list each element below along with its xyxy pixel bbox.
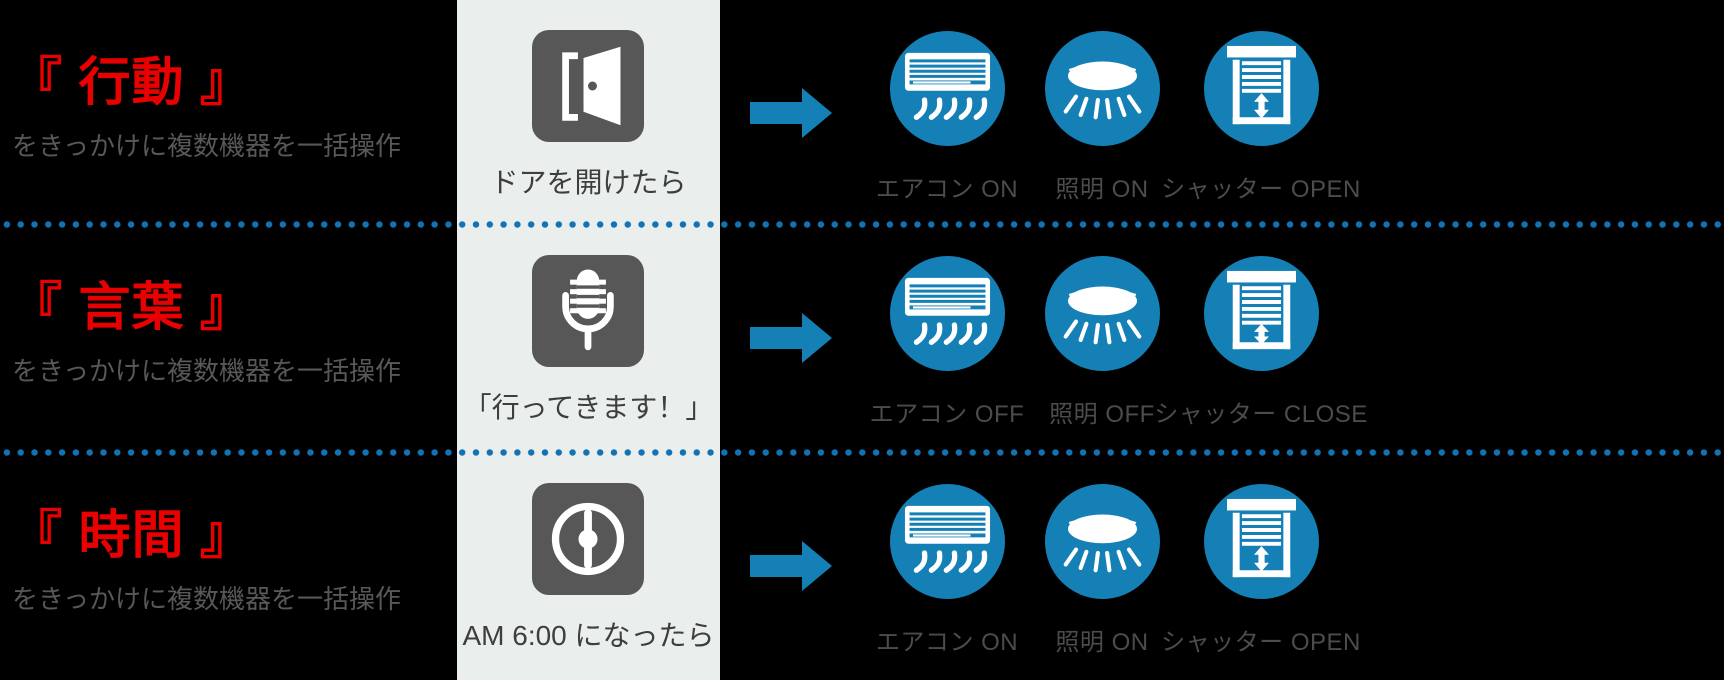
air-conditioner-icon <box>889 256 1005 371</box>
row-voice-header: 『 言葉 』 <box>10 279 253 337</box>
device: エアコン ON <box>797 484 1097 657</box>
air-conditioner-icon <box>889 484 1005 599</box>
shutter-open-icon <box>1203 484 1319 599</box>
dotted-divider <box>0 449 1724 456</box>
row-action-subtext: をきっかけに複数機器を一括操作 <box>12 131 401 161</box>
row-time-header: 『 時間 』 <box>10 507 253 565</box>
device-label: 照明 OFF <box>1049 401 1155 428</box>
device: シャッター OPEN <box>1111 484 1411 657</box>
device: エアコン ON <box>797 31 1097 204</box>
door-open-icon <box>532 30 644 142</box>
trigger-label: 「行ってきます！」 <box>463 392 714 423</box>
shutter-close-icon <box>1203 256 1319 371</box>
row-action: 『 行動 』 をきっかけに複数機器を一括操作 ドアを開けたら エアコン ON 照… <box>0 0 1724 225</box>
device-label: 照明 ON <box>1055 629 1149 656</box>
device-label: エアコン ON <box>875 176 1019 203</box>
shutter-open-icon <box>1203 31 1319 146</box>
device: 照明 ON <box>952 31 1252 204</box>
clock-icon <box>532 483 644 595</box>
device-label: エアコン ON <box>875 629 1019 656</box>
device-label: シャッター OPEN <box>1161 176 1361 203</box>
device-label: シャッター CLOSE <box>1154 401 1368 428</box>
device: 照明 ON <box>952 484 1252 657</box>
ceiling-light-icon <box>1044 256 1160 371</box>
device: シャッター CLOSE <box>1111 256 1411 429</box>
ceiling-light-icon <box>1044 484 1160 599</box>
row-voice-subtext: をきっかけに複数機器を一括操作 <box>12 356 401 386</box>
device-label: エアコン OFF <box>869 401 1025 428</box>
device-label: シャッター OPEN <box>1161 629 1361 656</box>
microphone-icon <box>532 255 644 367</box>
dotted-divider <box>0 221 1724 228</box>
row-action-header: 『 行動 』 <box>10 54 253 112</box>
air-conditioner-icon <box>889 31 1005 146</box>
row-time: 『 時間 』 をきっかけに複数機器を一括操作 AM 6:00 になったら エアコ… <box>0 453 1724 680</box>
row-time-subtext: をきっかけに複数機器を一括操作 <box>12 584 401 614</box>
ceiling-light-icon <box>1044 31 1160 146</box>
row-voice: 『 言葉 』 をきっかけに複数機器を一括操作 「行ってきます！」 エアコン OF… <box>0 225 1724 453</box>
trigger-label: AM 6:00 になったら <box>462 620 715 651</box>
device: エアコン OFF <box>797 256 1097 429</box>
device-label: 照明 ON <box>1055 176 1149 203</box>
device: シャッター OPEN <box>1111 31 1411 204</box>
trigger-label: ドアを開けたら <box>490 167 687 198</box>
device: 照明 OFF <box>952 256 1252 429</box>
